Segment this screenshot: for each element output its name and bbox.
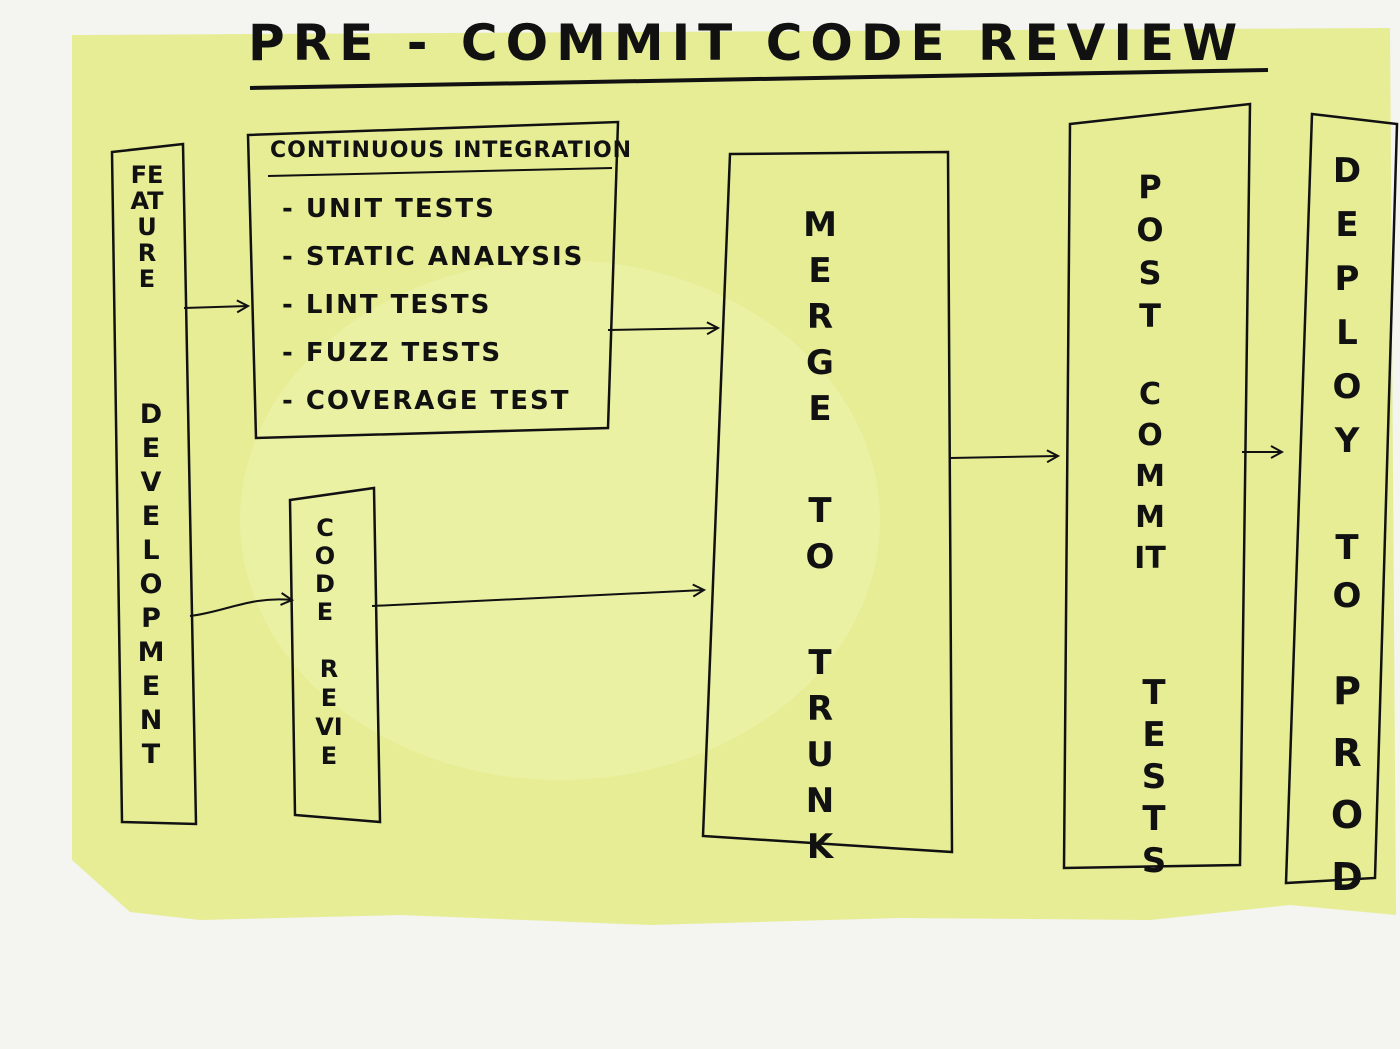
box-feature-development: [110, 142, 198, 826]
ci-checklist: - UNIT TESTS - STATIC ANALYSIS - LINT TE…: [282, 194, 584, 434]
arrow-ci-to-merge: [607, 328, 718, 330]
code-review-label-word2: REVIE: [315, 655, 343, 770]
merge-label-word2: TO: [805, 491, 835, 577]
ci-item-unit-tests: - UNIT TESTS: [282, 194, 496, 224]
post-commit-label-word1: POST: [1136, 168, 1164, 335]
ci-heading: CONTINUOUS INTEGRATION: [270, 138, 633, 163]
code-review-label-word1: CODE: [314, 514, 336, 626]
ci-item-coverage-test: - COVERAGE TEST: [282, 386, 571, 416]
title-underline: [249, 68, 1269, 90]
ci-item-fuzz-tests: - FUZZ TESTS: [282, 338, 503, 368]
arrow-code-review-to-merge: [371, 590, 704, 607]
box-deploy-to-prod: [1284, 112, 1399, 885]
post-commit-label-word2: COMMIT: [1134, 377, 1166, 576]
deploy-label-word2: TO: [1332, 528, 1362, 616]
diagram-title: PRE - COMMIT CODE REVIEW: [248, 14, 1246, 72]
arrow-feature-to-ci: [183, 306, 248, 308]
box-code-review: [288, 486, 382, 824]
arrow-feature-to-code-review: [189, 599, 292, 617]
merge-label-word1: MERGE: [803, 205, 837, 429]
box-continuous-integration: [246, 120, 620, 440]
ci-item-static-analysis: - STATIC ANALYSIS: [282, 242, 585, 272]
merge-label-word3: TRUNK: [805, 643, 835, 867]
feature-label-word2: DEVELOPMENT: [137, 399, 165, 770]
ci-heading-underline: [267, 167, 613, 177]
box-post-commit-tests: [1062, 102, 1252, 870]
box-merge-to-trunk: [701, 150, 954, 854]
feature-label-word1: FEATURE: [130, 161, 164, 293]
ci-item-lint-tests: - LINT TESTS: [282, 290, 492, 320]
arrow-merge-to-post-commit: [949, 456, 1058, 458]
deploy-label-word1: DEPLOY: [1332, 151, 1362, 461]
post-commit-label-word3: TESTS: [1141, 673, 1167, 881]
deploy-label-word3: PROD: [1330, 669, 1364, 899]
